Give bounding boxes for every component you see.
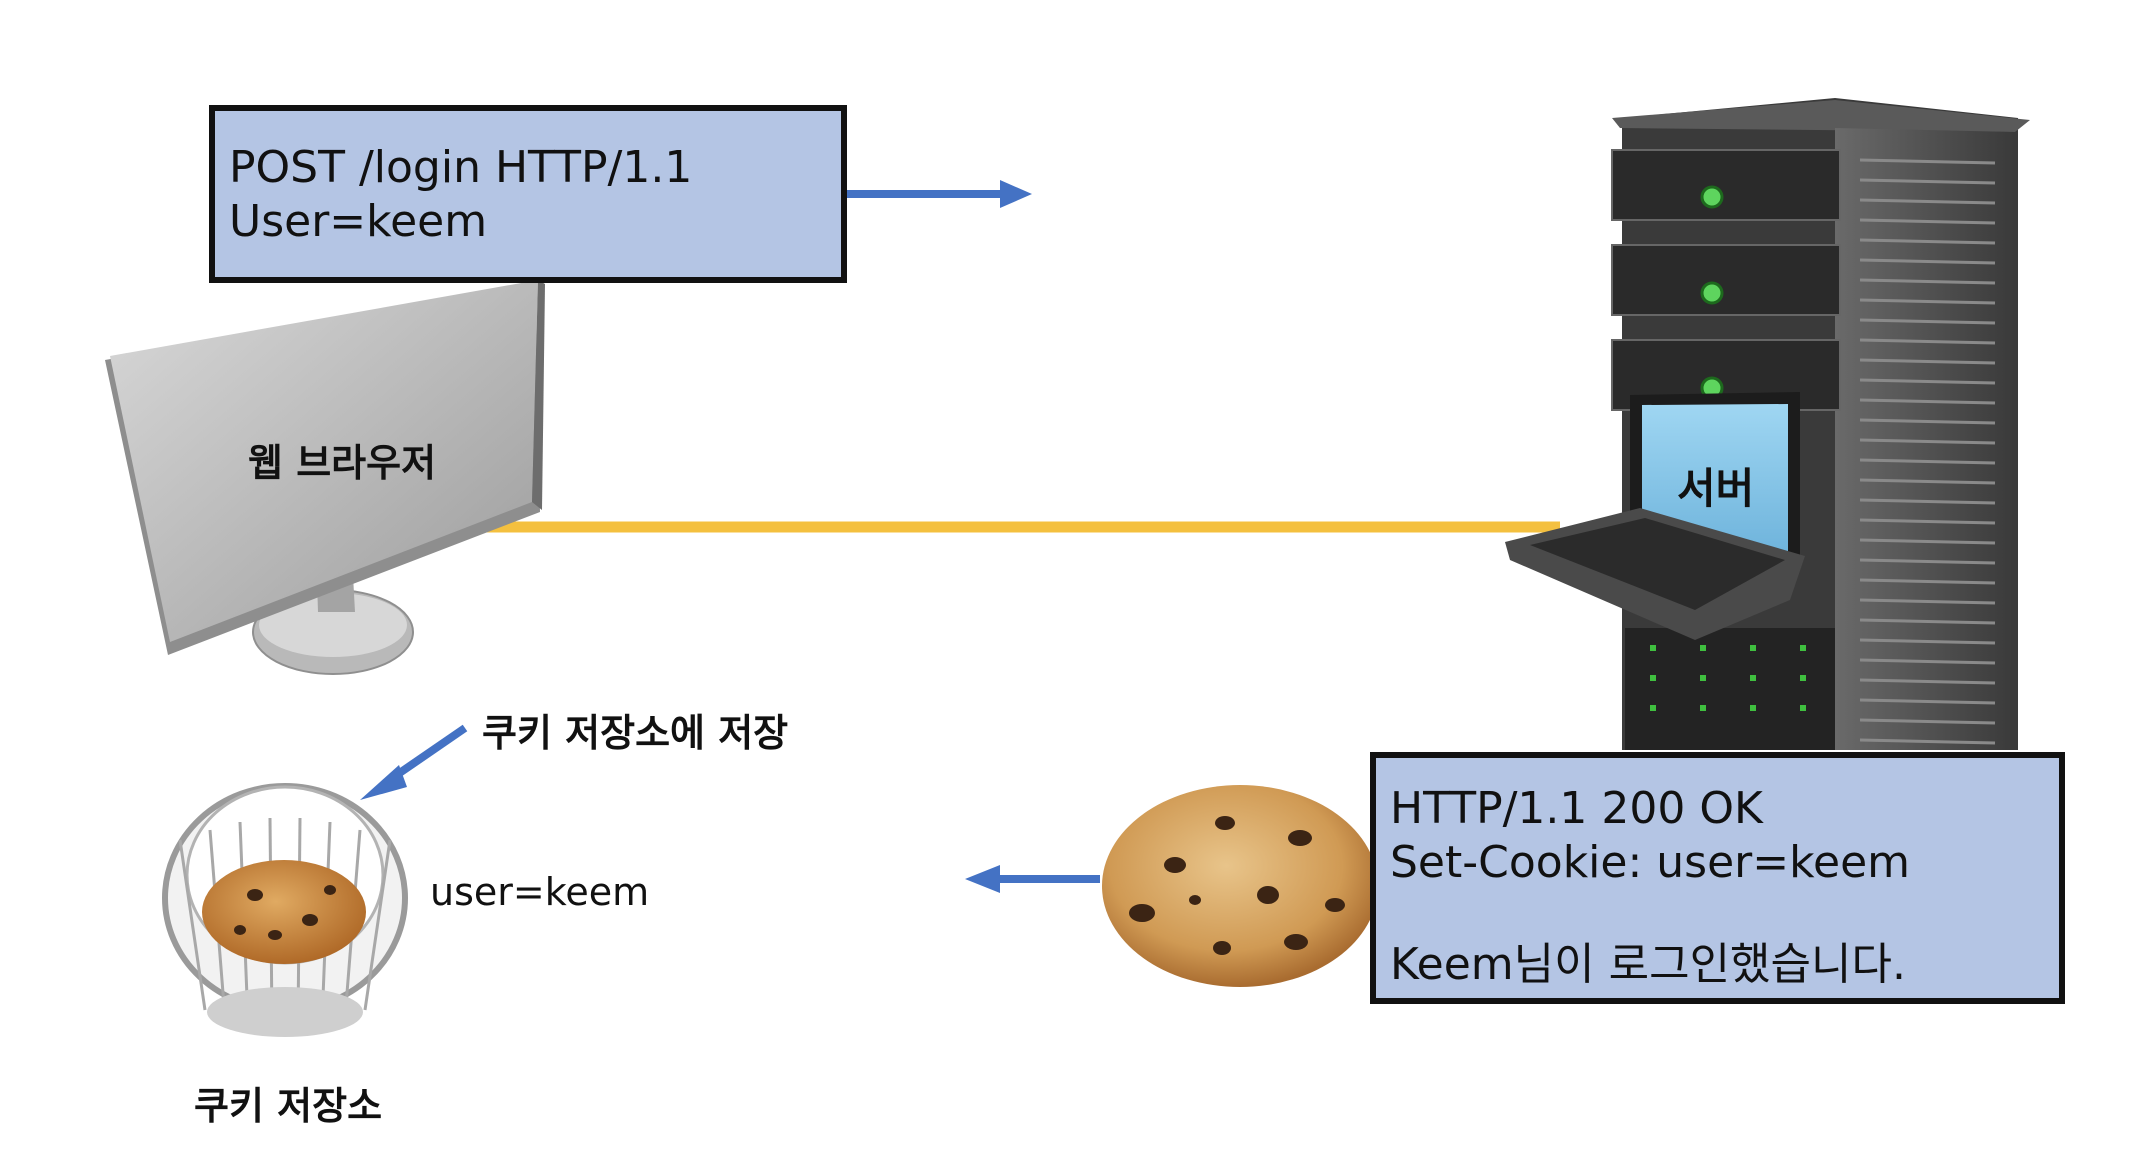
cookie-store-label: 쿠키 저장소 xyxy=(194,1084,383,1128)
response-line-1: HTTP/1.1 200 OK xyxy=(1390,783,1763,834)
request-arrow xyxy=(843,180,1032,208)
monitor-icon xyxy=(105,280,545,675)
store-arrow xyxy=(360,724,468,800)
response-line-2: Set-Cookie: user=keem xyxy=(1390,837,1911,888)
response-message-box: HTTP/1.1 200 OK Set-Cookie: user=keem Ke… xyxy=(1370,752,2065,1004)
store-caption: 쿠키 저장소에 저장 xyxy=(482,711,789,755)
response-line-3: Keem님이 로그인했습니다. xyxy=(1390,939,1906,990)
server-label: 서버 xyxy=(1677,464,1755,513)
server-rack-icon xyxy=(1505,98,2030,750)
cookie-jar-icon xyxy=(162,783,408,1037)
browser-label: 웹 브라우저 xyxy=(248,441,437,485)
request-message-box: POST /login HTTP/1.1 User=keem xyxy=(209,105,847,283)
request-line-1: POST /login HTTP/1.1 xyxy=(229,142,693,193)
cookie-icon xyxy=(1102,785,1378,987)
response-arrow xyxy=(965,865,1100,893)
cookie-value-label: user=keem xyxy=(430,870,650,914)
request-line-2: User=keem xyxy=(229,196,488,247)
